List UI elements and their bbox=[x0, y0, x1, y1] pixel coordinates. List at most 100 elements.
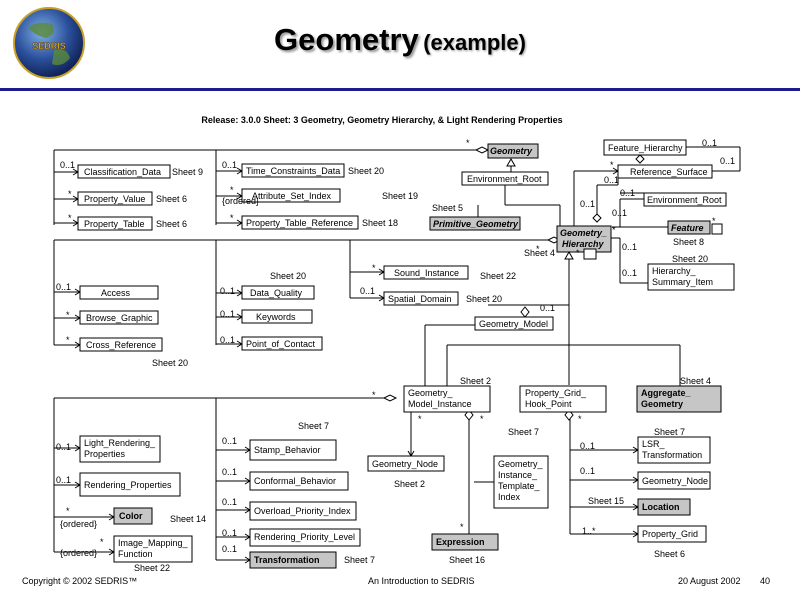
sheet-ref: Sheet 7 bbox=[508, 427, 539, 437]
footer-copyright: Copyright © 2002 SEDRIS™ bbox=[22, 576, 138, 586]
class-gi-template-index-line3: Template_ bbox=[498, 481, 541, 491]
class-feature: Feature bbox=[671, 223, 704, 233]
class-property-value: Property_Value bbox=[84, 194, 145, 204]
class-time-constraints-data: Time_Constraints_Data bbox=[246, 166, 340, 176]
diagram-caption: Release: 3.0.0 Sheet: 3 Geometry, Geomet… bbox=[201, 115, 562, 125]
class-geometry-model: Geometry_Model bbox=[479, 319, 548, 329]
logo-wordmark: SEDRIS bbox=[32, 41, 66, 51]
class-data-quality: Data_Quality bbox=[250, 288, 303, 298]
class-geometry-hierarchy-line1: Geometry_ bbox=[560, 228, 607, 238]
class-rendering-properties: Rendering_Properties bbox=[84, 480, 172, 490]
class-gi-template-index-line4: Index bbox=[498, 492, 521, 502]
sheet-ref: Sheet 20 bbox=[270, 271, 306, 281]
class-gi-template-index-line1: Geometry_ bbox=[498, 459, 544, 469]
sheet-ref: Sheet 2 bbox=[460, 376, 491, 386]
mult: * bbox=[612, 225, 616, 235]
class-aggregate-geometry-line2: Geometry bbox=[641, 399, 683, 409]
mult: 0..1 bbox=[604, 175, 619, 185]
mult: 0..1 bbox=[612, 208, 627, 218]
class-light-rendering-properties-line1: Light_Rendering_ bbox=[84, 438, 156, 448]
sheet-ref: Sheet 18 bbox=[362, 218, 398, 228]
mult: {ordered} bbox=[60, 519, 97, 529]
mult: {ordered} bbox=[60, 548, 97, 558]
sheet-ref: Sheet 15 bbox=[588, 496, 624, 506]
mult: 0..1 bbox=[56, 442, 71, 452]
class-primitive-geometry: Primitive_Geometry bbox=[433, 219, 519, 229]
sheet-ref: Sheet 16 bbox=[449, 555, 485, 565]
sheet-ref: Sheet 4 bbox=[680, 376, 711, 386]
mult: 0..1 bbox=[360, 286, 375, 296]
class-image-mapping-function-line2: Function bbox=[118, 549, 153, 559]
mult: 0..1 bbox=[622, 268, 637, 278]
sheet-ref: Sheet 6 bbox=[156, 219, 187, 229]
class-stamp-behavior: Stamp_Behavior bbox=[254, 445, 321, 455]
mult: * bbox=[68, 213, 72, 223]
class-attribute-set-index: Attribute_Set_Index bbox=[252, 191, 332, 201]
mult: * bbox=[712, 216, 716, 226]
title-rule bbox=[0, 88, 800, 91]
class-classification-data: Classification_Data bbox=[84, 167, 161, 177]
sheet-ref: Sheet 7 bbox=[654, 427, 685, 437]
mult: 0..1 bbox=[622, 242, 637, 252]
class-image-mapping-function-line1: Image_Mapping_ bbox=[118, 538, 189, 548]
class-property-table: Property_Table bbox=[84, 219, 145, 229]
class-aggregate-geometry-line1: Aggregate_ bbox=[641, 388, 692, 398]
mult: 0..1 bbox=[620, 188, 635, 198]
mult: * bbox=[372, 390, 376, 400]
sheet-ref: Sheet 6 bbox=[654, 549, 685, 559]
mult: 1..* bbox=[582, 526, 596, 536]
mult: {ordered} bbox=[222, 196, 259, 206]
mult: 0..1 bbox=[222, 544, 237, 554]
mult: 0..1 bbox=[220, 309, 235, 319]
class-spatial-domain: Spatial_Domain bbox=[388, 294, 452, 304]
title-sub: (example) bbox=[423, 30, 526, 55]
mult: 0..1 bbox=[222, 528, 237, 538]
diagram-markers bbox=[72, 146, 645, 564]
class-light-rendering-properties-line2: Properties bbox=[84, 449, 126, 459]
multiplicity-labels: 0..1 * * 0..1 * {ordered} * * 0..1 0..1 … bbox=[56, 138, 735, 558]
class-lsr-transformation-line1: LSR_ bbox=[642, 439, 666, 449]
class-browse-graphic: Browse_Graphic bbox=[86, 313, 153, 323]
connectors bbox=[53, 146, 741, 561]
mult: 0..1 bbox=[220, 335, 235, 345]
class-conformal-behavior: Conformal_Behavior bbox=[254, 476, 336, 486]
sheet-ref: Sheet 20 bbox=[466, 294, 502, 304]
class-lsr-transformation-line2: Transformation bbox=[642, 450, 702, 460]
class-geometry-hierarchy-line2: Hierarchy bbox=[562, 239, 605, 249]
sheet-ref: Sheet 9 bbox=[172, 167, 203, 177]
class-cross-reference: Cross_Reference bbox=[86, 340, 156, 350]
class-color: Color bbox=[119, 511, 143, 521]
mult: * bbox=[66, 335, 70, 345]
sheet-ref: Sheet 19 bbox=[382, 191, 418, 201]
class-geometry-node-2: Geometry_Node bbox=[642, 476, 708, 486]
sheet-ref: Sheet 20 bbox=[152, 358, 188, 368]
class-geometry-model-instance-line2: Model_Instance bbox=[408, 399, 472, 409]
mult: 0..1 bbox=[580, 441, 595, 451]
class-expression: Expression bbox=[436, 537, 485, 547]
mult: * bbox=[576, 248, 580, 258]
sheet-ref: Sheet 22 bbox=[134, 563, 170, 573]
mult: * bbox=[578, 414, 582, 424]
class-geometry: Geometry bbox=[490, 146, 533, 156]
mult: 0..1 bbox=[222, 160, 237, 170]
sheet-ref: Sheet 22 bbox=[480, 271, 516, 281]
sheet-ref: Sheet 5 bbox=[432, 203, 463, 213]
class-property-table-reference: Property_Table_Reference bbox=[246, 218, 353, 228]
mult: * bbox=[230, 213, 234, 223]
mult: * bbox=[100, 537, 104, 547]
class-boxes bbox=[77, 139, 735, 569]
class-geometry-node: Geometry_Node bbox=[372, 459, 438, 469]
mult: * bbox=[466, 138, 470, 148]
class-feature-hierarchy: Feature_Hierarchy bbox=[608, 143, 683, 153]
class-labels: Geometry Environment_Root Primitive_Geom… bbox=[84, 143, 722, 565]
mult: * bbox=[480, 414, 484, 424]
mult: * bbox=[68, 189, 72, 199]
class-rendering-priority-level: Rendering_Priority_Level bbox=[254, 532, 355, 542]
mult: * bbox=[372, 263, 376, 273]
mult: 0..1 bbox=[222, 467, 237, 477]
footer-date: 20 August 2002 bbox=[678, 576, 741, 586]
class-property-grid-hook-point-line2: Hook_Point bbox=[525, 399, 572, 409]
sheet-ref: Sheet 8 bbox=[673, 237, 704, 247]
title-main: Geometry bbox=[274, 22, 419, 57]
class-environment-root-2: Environment_Root bbox=[647, 195, 722, 205]
